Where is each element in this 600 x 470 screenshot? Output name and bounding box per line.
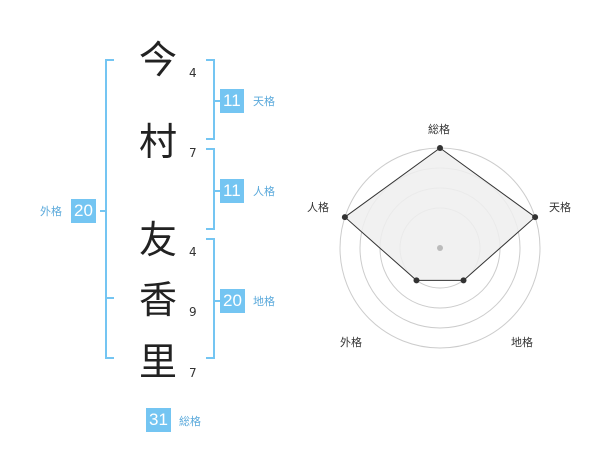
gaikaku-bracket (105, 59, 114, 359)
jinkaku-value: 11 (220, 179, 244, 203)
radar-point-1 (437, 145, 443, 151)
radar-axis-label-gaikaku: 外格 (340, 336, 362, 349)
radar-axis-label-jinkaku: 人格 (307, 201, 329, 214)
tenkaku-value: 11 (220, 89, 244, 113)
radar-point-4 (413, 277, 420, 284)
stroke-count-3: 4 (189, 245, 197, 259)
name-char-1: 今 (138, 38, 177, 82)
tenkaku-label: 天格 (253, 95, 275, 108)
radar-data-polygon (344, 147, 536, 281)
stroke-count-1: 4 (189, 66, 197, 80)
soukaku-label: 総格 (179, 415, 201, 428)
radar-axis-label-soukaku: 総格 (428, 123, 450, 136)
stroke-count-5: 7 (189, 366, 197, 380)
name-char-4: 香 (138, 278, 177, 322)
radar-point-2 (532, 214, 539, 221)
stroke-count-2: 7 (189, 146, 197, 160)
gaikaku-value: 20 (71, 199, 96, 223)
radar-axis-label-chikaku: 地格 (511, 336, 533, 349)
gaikaku-label: 外格 (40, 205, 62, 218)
jinkaku-label: 人格 (253, 185, 275, 198)
radar-point-3 (460, 277, 467, 284)
name-char-5: 里 (138, 340, 177, 384)
name-char-2: 村 (138, 120, 177, 164)
chikaku-value: 20 (220, 289, 245, 313)
tenkaku-bracket (206, 59, 215, 140)
jinkaku-bracket (206, 148, 215, 230)
name-char-3: 友 (138, 218, 177, 262)
radar-point-5 (341, 214, 348, 221)
chikaku-label: 地格 (253, 295, 275, 308)
radar-center-dot (437, 245, 443, 251)
stroke-count-4: 9 (189, 305, 197, 319)
chikaku-bracket (206, 238, 215, 359)
radar-axis-label-tenkaku: 天格 (549, 201, 571, 214)
soukaku-value: 31 (146, 408, 171, 432)
